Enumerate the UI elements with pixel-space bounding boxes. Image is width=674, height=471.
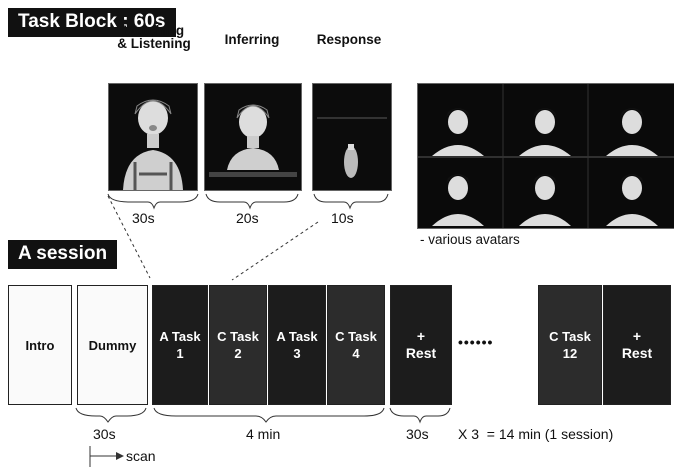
- dummy-block: Dummy: [77, 285, 148, 405]
- scan-label: scan: [126, 448, 156, 464]
- task-block-title: Task Block : 60s: [8, 8, 176, 37]
- avatar-image: [123, 99, 183, 190]
- response-pad-image: [317, 117, 387, 178]
- phase-header-inferring: Inferring: [224, 32, 280, 47]
- duration-rest: 30s: [406, 426, 429, 442]
- task-block-c4: C Task 4: [327, 285, 385, 405]
- duration-response: 10s: [331, 210, 354, 226]
- task-block-a3: A Task 3: [268, 285, 326, 405]
- avatar-image: [209, 104, 297, 177]
- rest-block-1: + Rest: [390, 285, 452, 405]
- inferring-frame: [204, 83, 302, 191]
- response-frame: [312, 83, 392, 191]
- ellipsis: ••••••: [458, 334, 494, 350]
- duration-inferring: 20s: [236, 210, 259, 226]
- phase-header-response: Response: [316, 32, 382, 47]
- duration-total: X 3 = 14 min (1 session): [458, 426, 614, 442]
- duration-tasks: 4 min: [246, 426, 281, 442]
- avatars-grid: [417, 83, 674, 229]
- avatars-caption: - various avatars: [420, 232, 520, 247]
- task-block-c12: C Task 12: [538, 285, 602, 405]
- rest-block-2: + Rest: [603, 285, 671, 405]
- phase-header-watching: Watching & Listening: [117, 23, 191, 51]
- intro-block: Intro: [8, 285, 72, 405]
- watching-frame: [108, 83, 198, 191]
- session-title: A session: [8, 240, 118, 269]
- task-block-a1: A Task 1: [152, 285, 208, 405]
- duration-watching: 30s: [132, 210, 155, 226]
- duration-dummy: 30s: [93, 426, 116, 442]
- task-block-c2: C Task 2: [209, 285, 267, 405]
- avatars-image: [418, 84, 674, 228]
